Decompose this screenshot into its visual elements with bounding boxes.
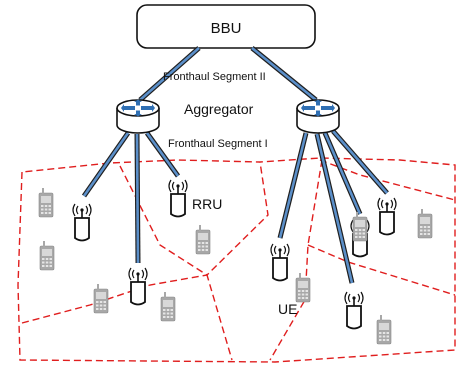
- ue-7: [352, 211, 368, 242]
- cell-boundary-1: [21, 161, 269, 324]
- ue-2: [39, 240, 55, 271]
- fronthaul-segment-1-links: [81, 129, 389, 284]
- rru-2: [168, 179, 188, 218]
- cell-boundary-4: [307, 244, 456, 296]
- rru-label: RRU: [192, 196, 222, 212]
- aggregator-right: [296, 98, 340, 134]
- bbu-label: BBU: [211, 20, 242, 37]
- rru-5: [377, 197, 397, 236]
- ue-8: [417, 208, 433, 239]
- rru-1: [72, 203, 92, 242]
- cell-boundary-outer: [17, 157, 456, 363]
- ue-1: [38, 187, 54, 218]
- bbu-node: BBU: [136, 4, 316, 49]
- aggregator-left: [116, 98, 160, 134]
- fronthaul-segment-2-label: Fronthaul Segment II: [163, 71, 266, 83]
- ue-9: [376, 314, 392, 345]
- fronthaul-segment-1-label: Fronthaul Segment I: [168, 138, 268, 150]
- bbu-box: [136, 4, 316, 49]
- ue-6: [295, 272, 311, 303]
- cell-boundary-5: [319, 159, 456, 201]
- ue-label: UE: [278, 301, 297, 317]
- rru-7: [344, 291, 364, 330]
- aggregator-label: Aggregator: [184, 101, 254, 117]
- fronthaul-segment-2-links: [138, 46, 318, 102]
- ue-4: [160, 291, 176, 322]
- ue-5: [195, 224, 211, 255]
- ue-3: [93, 283, 109, 314]
- rru-3: [128, 267, 148, 306]
- cell-boundary-3: [269, 159, 323, 361]
- rru-4: [270, 243, 290, 282]
